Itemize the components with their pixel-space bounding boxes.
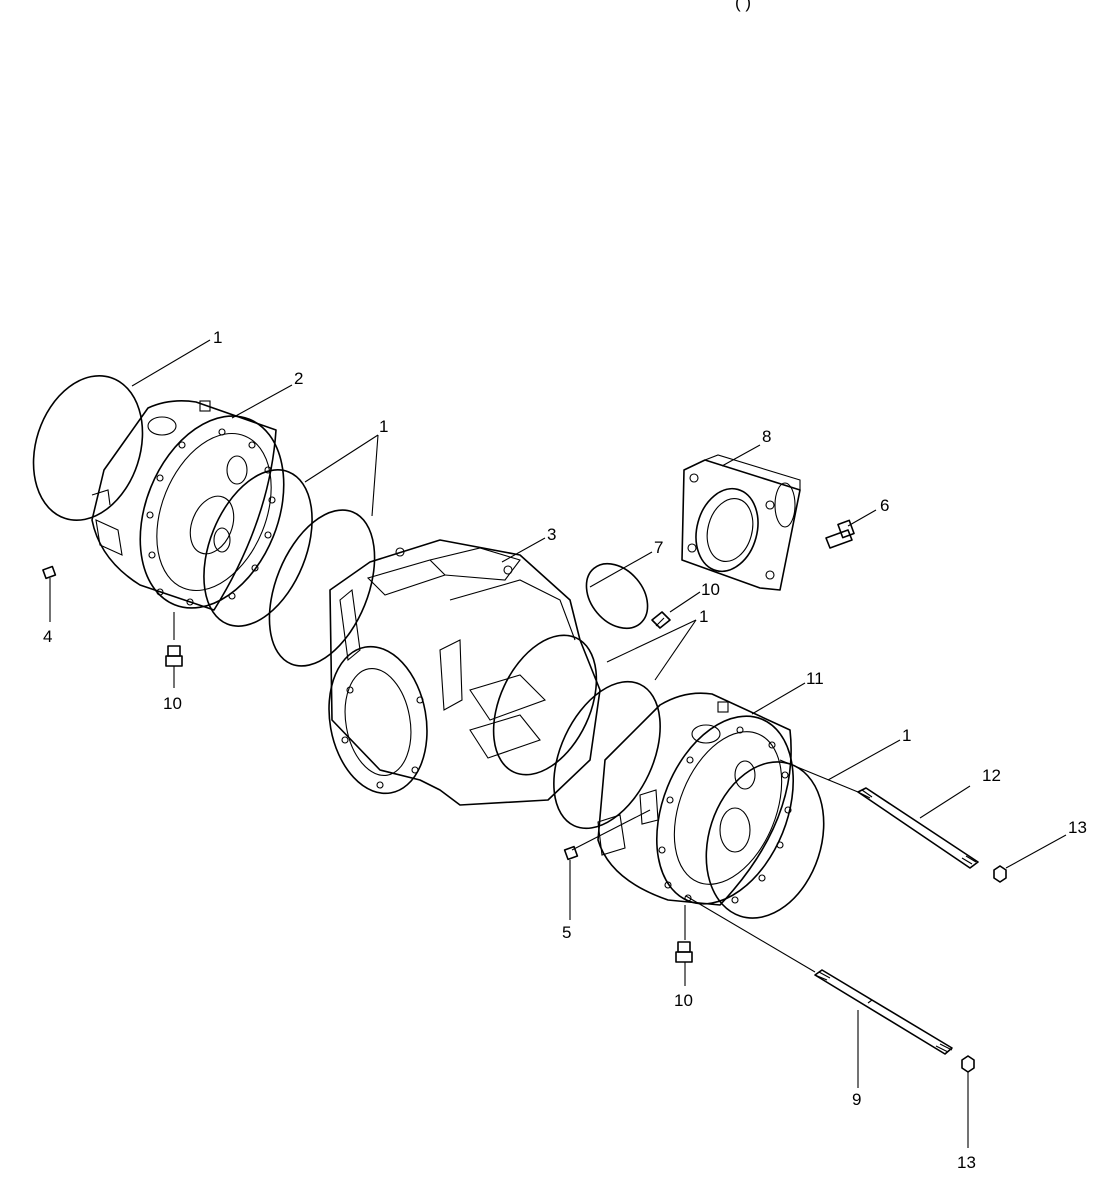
header-fragment: ( ) [735,0,751,12]
callout-1: 1 [213,328,222,347]
callout-2: 2 [294,369,303,388]
bolt-6 [825,519,855,549]
callout-5: 5 [562,923,571,942]
plug-10-right [675,941,693,963]
callout-11: 11 [806,669,824,688]
o-ring-center-right [492,634,598,776]
o-ring-right-outer [705,761,825,919]
callout-9: 9 [852,1090,861,1109]
plug-10-top [651,611,671,629]
o-ring-right-inner [553,680,661,830]
callout-7: 7 [654,538,663,557]
callout-8: 8 [762,427,771,446]
callout-10: 10 [163,694,182,713]
plug-5 [563,845,579,861]
callout-10: 10 [674,991,693,1010]
callout-12: 12 [982,766,1001,785]
center-case [328,539,601,806]
o-ring-left-middle [203,469,313,627]
leader-lines [49,339,1067,1148]
o-ring-left-outer [32,375,144,521]
plug-4 [42,565,57,580]
o-ring-center-left [268,509,376,667]
callout-4: 4 [43,627,52,646]
callout-1: 1 [379,417,388,436]
callout-3: 3 [547,525,556,544]
stud-12 [857,787,979,869]
right-housing [597,692,795,906]
nut-13-lower [961,1055,975,1073]
small-o-ring [585,562,649,630]
callout-1: 1 [699,607,708,626]
stud-9 [814,969,953,1055]
callout-labels: 1 2 1 8 6 3 7 10 1 4 10 11 1 12 13 5 10 … [43,328,1087,1172]
plug-10-left [165,645,183,667]
cover [681,454,801,591]
callout-6: 6 [880,496,889,515]
left-housing [91,400,285,611]
callout-13: 13 [1068,818,1087,837]
callout-13: 13 [957,1153,976,1172]
callout-1: 1 [902,726,911,745]
nut-13-upper [993,865,1007,883]
callout-10: 10 [701,580,720,599]
